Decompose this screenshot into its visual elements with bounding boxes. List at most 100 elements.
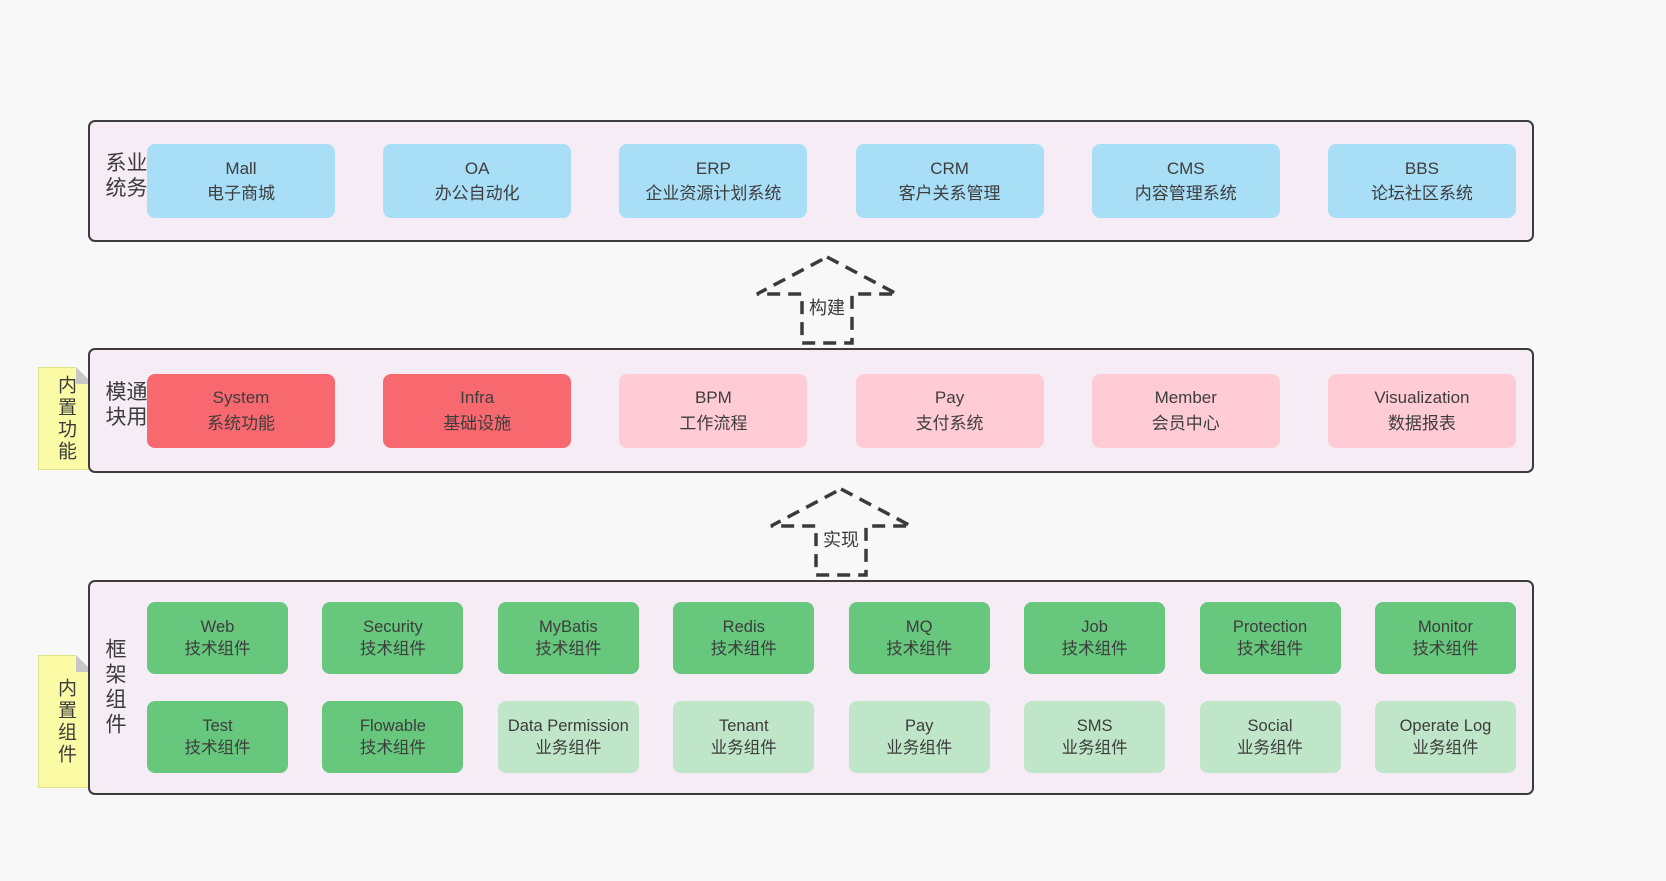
box-member: Member 会员中心 — [1091, 373, 1280, 448]
box-en: Web — [200, 617, 235, 636]
box-zh: 技术组件 — [359, 640, 426, 658]
box-en: Protection — [1232, 617, 1308, 636]
box-en: Monitor — [1417, 617, 1473, 636]
box-data-permission: Data Permission 业务组件 — [497, 701, 639, 773]
box-en: ERP — [695, 158, 731, 178]
build-arrow-label: 构建 — [806, 294, 848, 320]
box-en: Job — [1081, 617, 1108, 636]
note-built-in-components: 内置组件 — [38, 655, 93, 788]
framework-row-2: Test 技术组件 Flowable 技术组件 Data Permission … — [147, 701, 1516, 773]
box-crm: CRM 客户关系管理 — [855, 144, 1044, 218]
box-en: BPM — [694, 388, 732, 407]
box-test: Test 技术组件 — [147, 701, 288, 773]
box-mall: Mall 电子商城 — [147, 144, 335, 218]
box-cms: CMS 内容管理系统 — [1091, 144, 1280, 218]
box-en: Mall — [225, 158, 257, 178]
implement-arrow-label: 实现 — [820, 526, 862, 552]
framework-row-1: Web 技术组件 Security 技术组件 MyBatis 技术组件 Redi… — [147, 602, 1516, 674]
box-bpm: BPM 工作流程 — [619, 373, 808, 448]
box-social: Social 业务组件 — [1199, 701, 1341, 773]
band-business-systems: 业务系统 Mall 电子商城 OA 办公自动化 ERP 企业资源计划系统 CRM… — [88, 120, 1534, 242]
box-zh: 技术组件 — [535, 640, 602, 658]
box-zh: 系统功能 — [207, 413, 275, 433]
common-modules-boxes: System 系统功能 Infra 基础设施 BPM 工作流程 Pay 支付系统… — [147, 350, 1516, 471]
box-en: Social — [1247, 716, 1293, 735]
band-framework-components: 框架组件 Web 技术组件 Security 技术组件 MyBatis 技术组件… — [88, 580, 1534, 795]
box-zh: 会员中心 — [1151, 413, 1220, 433]
box-en: Pay — [904, 716, 934, 735]
box-operate-log: Operate Log 业务组件 — [1374, 701, 1516, 773]
box-en: OA — [464, 158, 490, 178]
box-zh: 基础设施 — [443, 413, 512, 433]
box-system: System 系统功能 — [147, 373, 335, 448]
box-en: System — [212, 388, 270, 407]
box-en: Test — [202, 716, 233, 735]
box-job: Job 技术组件 — [1024, 602, 1166, 674]
box-flowable: Flowable 技术组件 — [322, 701, 464, 773]
box-zh: 数据报表 — [1387, 413, 1456, 433]
box-zh: 业务组件 — [710, 739, 777, 757]
box-zh: 客户关系管理 — [898, 184, 1001, 203]
band-common-modules: 通用模块 System 系统功能 Infra 基础设施 BPM 工作流程 Pay… — [88, 348, 1534, 473]
box-monitor: Monitor 技术组件 — [1374, 602, 1516, 674]
box-zh: 业务组件 — [1412, 739, 1479, 757]
box-zh: 内容管理系统 — [1134, 184, 1237, 203]
box-security: Security 技术组件 — [322, 602, 464, 674]
box-en: Tenant — [718, 716, 769, 735]
box-zh: 技术组件 — [710, 640, 777, 658]
box-protection: Protection 技术组件 — [1199, 602, 1341, 674]
box-visualization: Visualization 数据报表 — [1327, 373, 1516, 448]
box-zh: 技术组件 — [1061, 640, 1128, 658]
note-built-in-features: 内置功能 — [38, 367, 93, 470]
box-zh: 办公自动化 — [434, 184, 520, 203]
box-zh: 技术组件 — [1412, 640, 1479, 658]
box-en: Visualization — [1374, 388, 1470, 407]
box-zh: 技术组件 — [359, 739, 426, 757]
box-zh: 工作流程 — [679, 413, 748, 433]
box-en: CMS — [1166, 158, 1205, 178]
box-en: Flowable — [359, 716, 426, 735]
box-en: Pay — [934, 388, 965, 407]
up-arrow-icon — [756, 255, 898, 345]
box-en: Data Permission — [507, 716, 629, 735]
box-en: Infra — [460, 388, 495, 407]
box-en: BBS — [1404, 158, 1439, 178]
box-oa: OA 办公自动化 — [383, 144, 572, 218]
note-text: 内置功能 — [55, 374, 76, 463]
box-redis: Redis 技术组件 — [673, 602, 815, 674]
box-erp: ERP 企业资源计划系统 — [619, 144, 808, 218]
box-zh: 技术组件 — [1237, 640, 1304, 658]
up-arrow-icon — [770, 487, 912, 577]
box-zh: 技术组件 — [184, 640, 251, 658]
box-mq: MQ 技术组件 — [848, 602, 990, 674]
box-pay-component: Pay 业务组件 — [848, 701, 990, 773]
business-systems-boxes: Mall 电子商城 OA 办公自动化 ERP 企业资源计划系统 CRM 客户关系… — [147, 122, 1516, 240]
box-zh: 业务组件 — [1061, 739, 1128, 757]
box-zh: 业务组件 — [886, 739, 953, 757]
box-en: Redis — [722, 617, 765, 636]
box-en: MyBatis — [539, 617, 598, 636]
note-text: 内置组件 — [55, 677, 76, 766]
implement-arrow: 实现 — [766, 486, 916, 578]
box-en: Operate Log — [1399, 716, 1492, 735]
box-web: Web 技术组件 — [147, 602, 288, 674]
box-en: Security — [363, 617, 423, 636]
framework-components-boxes: Web 技术组件 Security 技术组件 MyBatis 技术组件 Redi… — [147, 582, 1516, 793]
band-label-common-modules: 通用模块 — [103, 380, 147, 431]
box-en: CRM — [930, 158, 969, 178]
box-zh: 业务组件 — [535, 739, 602, 757]
build-arrow: 构建 — [752, 254, 902, 346]
box-zh: 支付系统 — [915, 413, 984, 433]
band-label-business-systems: 业务系统 — [103, 151, 147, 202]
band-label-framework-components: 框架组件 — [103, 637, 126, 738]
box-zh: 业务组件 — [1237, 739, 1304, 757]
box-en: MQ — [905, 617, 933, 636]
box-zh: 论坛社区系统 — [1370, 184, 1473, 203]
box-en: Member — [1154, 388, 1217, 407]
box-zh: 技术组件 — [886, 640, 953, 658]
box-en: SMS — [1076, 716, 1113, 735]
box-bbs: BBS 论坛社区系统 — [1327, 144, 1516, 218]
box-zh: 技术组件 — [184, 739, 251, 757]
box-sms: SMS 业务组件 — [1024, 701, 1166, 773]
box-tenant: Tenant 业务组件 — [673, 701, 815, 773]
